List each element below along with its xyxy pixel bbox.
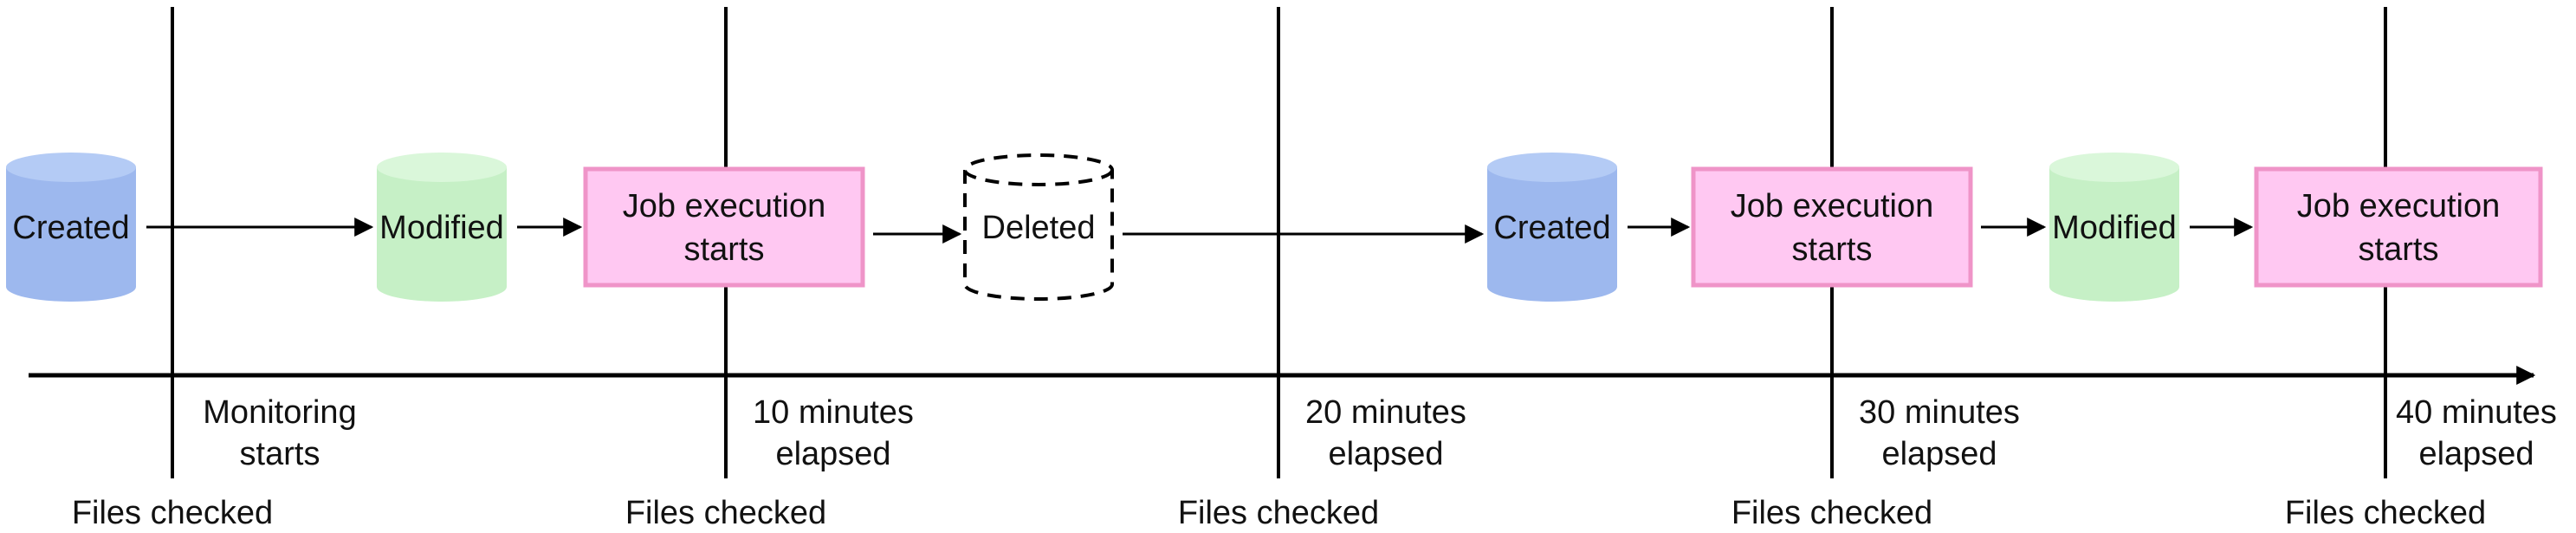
file-state-label: Deleted xyxy=(982,210,1096,246)
job-execution-box: Job execution starts xyxy=(1691,166,1973,288)
checkpoint-label: elapsed xyxy=(1328,436,1443,472)
job-label: Job execution xyxy=(1731,188,1934,224)
checkpoint-label: 20 minutes xyxy=(1305,394,1466,431)
file-state-label: Created xyxy=(1493,210,1610,246)
job-execution-box: Job execution starts xyxy=(583,166,865,288)
checkpoint-label: elapsed xyxy=(2418,436,2534,472)
files-checked-label: Files checked xyxy=(1178,495,1379,531)
checkpoint-label: Monitoring xyxy=(203,394,356,431)
files-checked-label: Files checked xyxy=(625,495,826,531)
files-checked-label: Files checked xyxy=(2285,495,2486,531)
job-label: Job execution xyxy=(623,188,826,224)
modified-file-cylinder: Modified xyxy=(377,153,507,302)
job-label: Job execution xyxy=(2297,188,2501,224)
job-label: starts xyxy=(684,231,765,268)
checkpoint-label: elapsed xyxy=(1881,436,1997,472)
files-checked-label: Files checked xyxy=(1731,495,1932,531)
deleted-file-cylinder: Deleted xyxy=(963,153,1114,301)
modified-file-cylinder: Modified xyxy=(2049,153,2179,302)
checkpoint-label: elapsed xyxy=(775,436,890,472)
checkpoint-label: 10 minutes xyxy=(753,394,914,431)
file-state-label: Created xyxy=(12,210,129,246)
job-label: starts xyxy=(1792,231,1873,268)
created-file-cylinder: Created xyxy=(1487,153,1617,302)
job-label: starts xyxy=(2359,231,2439,268)
checkpoint-label: 30 minutes xyxy=(1859,394,2020,431)
checkpoint-label: 40 minutes xyxy=(2396,394,2557,431)
job-execution-box: Job execution starts xyxy=(2254,166,2543,288)
file-state-label: Modified xyxy=(2052,210,2177,246)
created-file-cylinder: Created xyxy=(6,153,136,302)
files-checked-label: Files checked xyxy=(72,495,273,531)
checkpoint-label: starts xyxy=(240,436,320,472)
file-state-label: Modified xyxy=(379,210,504,246)
